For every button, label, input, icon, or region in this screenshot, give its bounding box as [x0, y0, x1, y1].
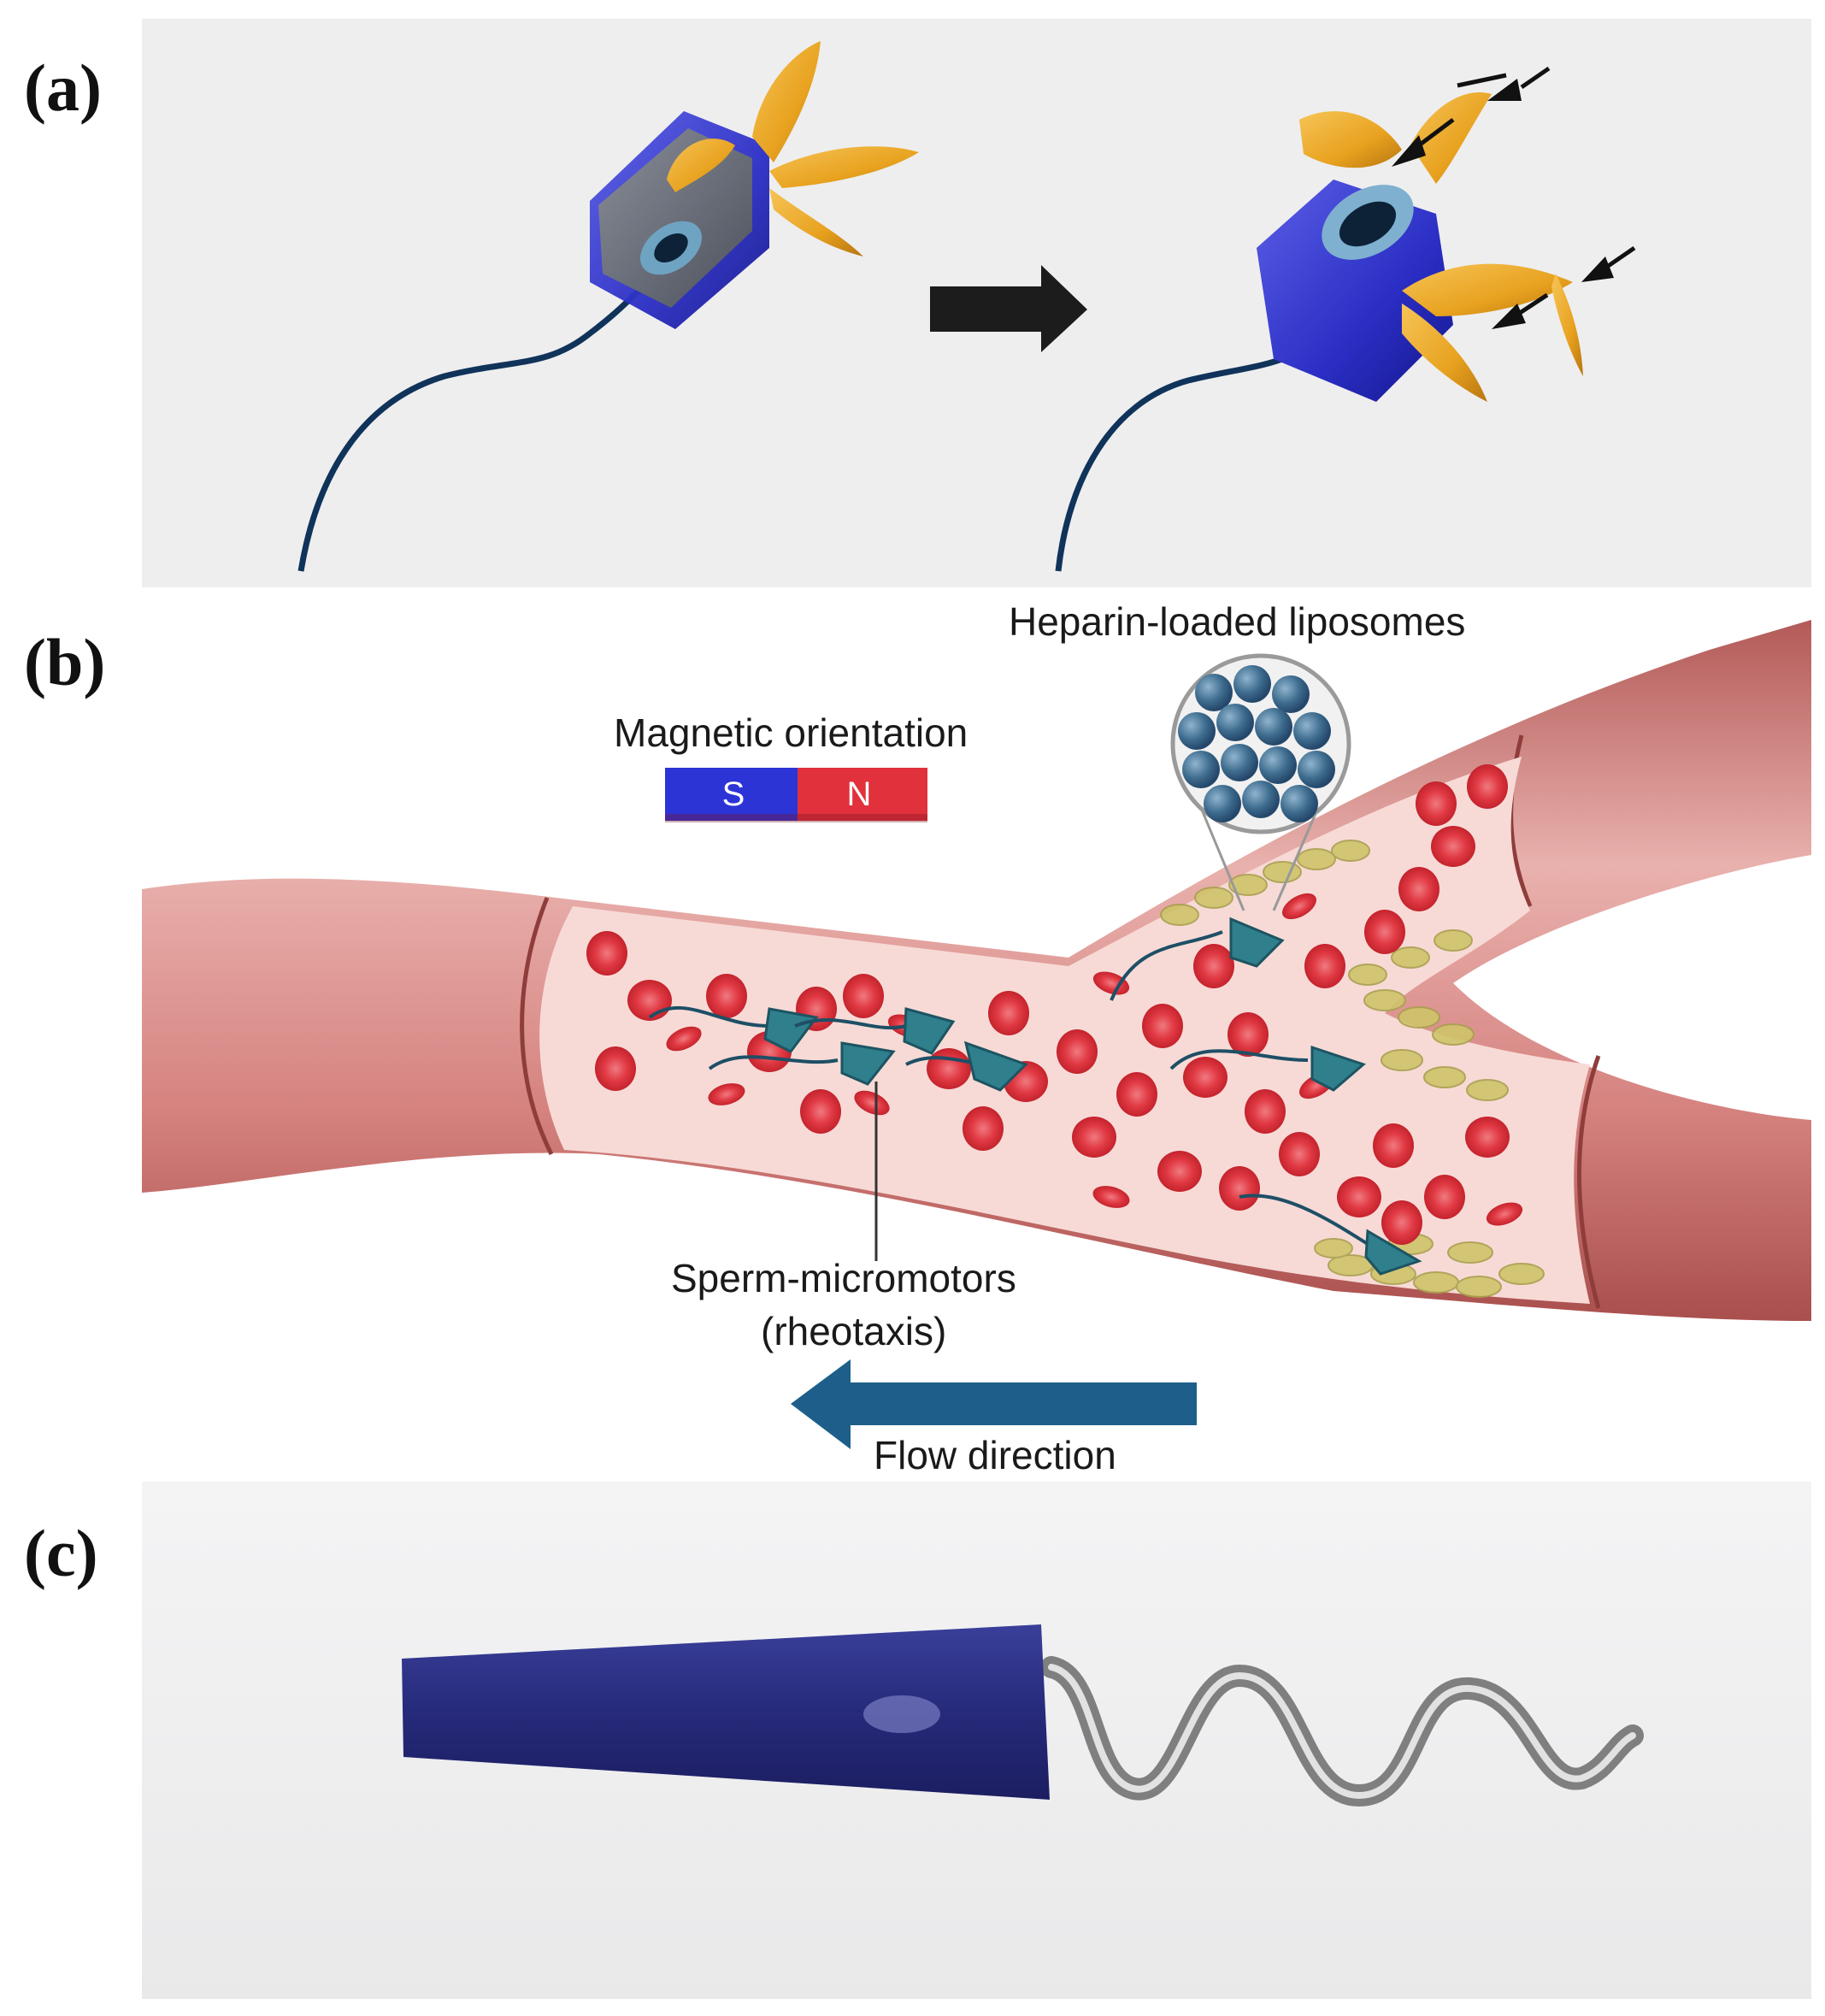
- panel-b-diagram: S N: [142, 620, 1811, 1449]
- magnet-south-label: S: [722, 775, 745, 813]
- sperm-tail-left: [297, 271, 661, 572]
- sperm-micromotor: [648, 1005, 819, 1053]
- opening-arrows: [1392, 66, 1636, 329]
- sperm-micromotor: [1110, 917, 1285, 1001]
- sperm-micromotor: [905, 1040, 1028, 1092]
- liposomes-label: Heparin-loaded liposomes: [1009, 599, 1466, 644]
- panel-a-diagram: [297, 41, 1636, 572]
- micromotors-label-line1: Sperm-micromotors: [671, 1256, 1016, 1300]
- sperm-micromotor: [1239, 1194, 1422, 1276]
- panel-a-label: (a): [24, 50, 102, 125]
- helix-tail: [1040, 1656, 1644, 1807]
- sperm-micromotors: [648, 917, 1422, 1276]
- flow-direction-label: Flow direction: [874, 1433, 1116, 1477]
- transition-arrow: [930, 265, 1087, 352]
- sperm-head-highlight: [863, 1695, 940, 1733]
- microtube: [402, 1624, 1050, 1800]
- panel-c-label: (c): [24, 1516, 98, 1590]
- sperm-micromotor: [794, 1007, 956, 1055]
- magnet-north-label: N: [847, 775, 872, 813]
- micromotors-label-line2: (rheotaxis): [761, 1309, 947, 1353]
- liposome-magnifier: [1170, 653, 1351, 911]
- flow-direction-arrow: [791, 1359, 1197, 1449]
- magnet-bar: S N: [665, 768, 927, 822]
- sperm-in-tube-left: [590, 41, 919, 329]
- blood-vessel-lumen: [539, 757, 1590, 1304]
- panel-b-label: (b): [24, 625, 106, 699]
- panel-c-diagram: [402, 1624, 1644, 1807]
- sperm-micromotor: [708, 1041, 896, 1086]
- sperm-in-tube-right: [1257, 92, 1583, 402]
- platelet-cluster: [1160, 840, 1545, 1298]
- sperm-micromotor: [1169, 1045, 1366, 1092]
- magnetic-orientation-label: Magnetic orientation: [614, 710, 968, 755]
